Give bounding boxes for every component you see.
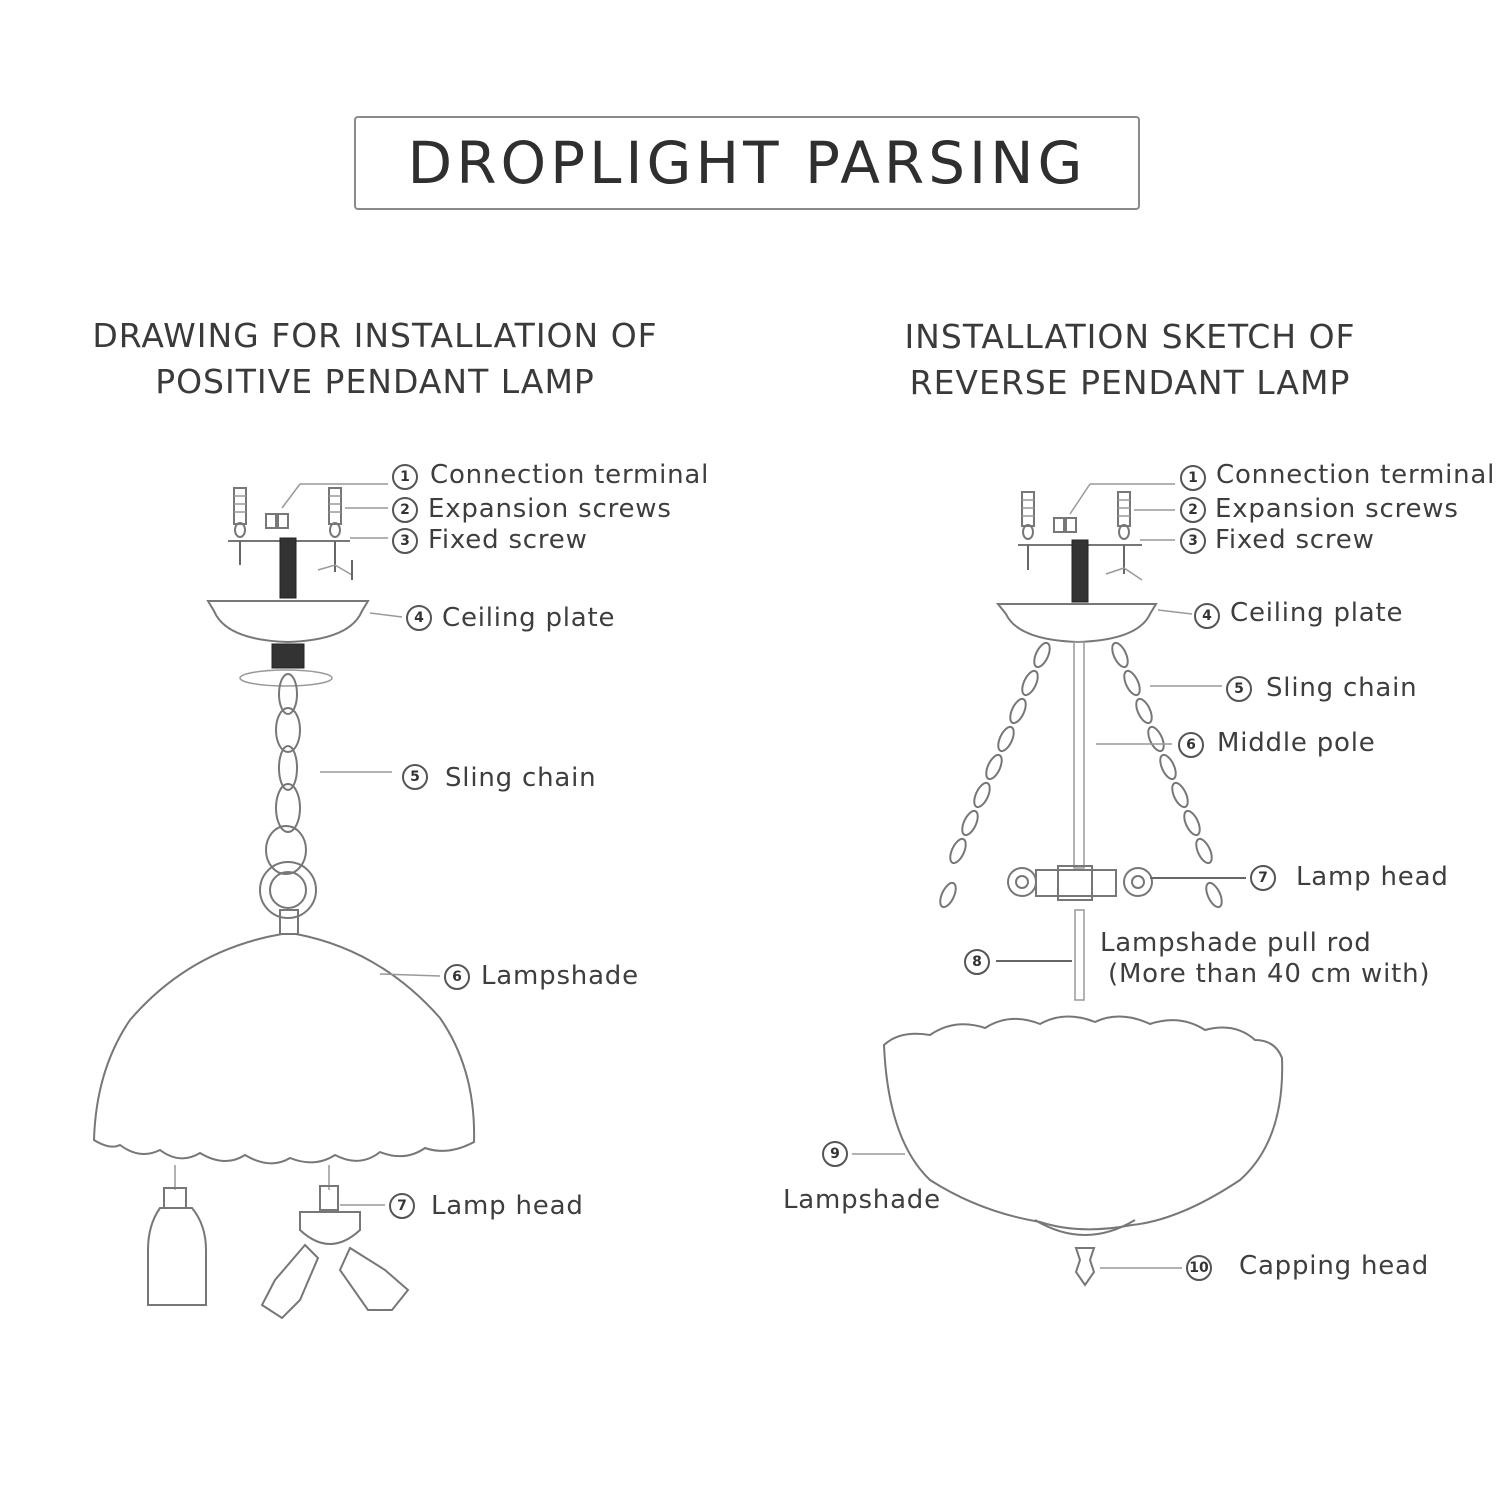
page-title: DROPLIGHT PARSING [407, 129, 1087, 197]
left-part-1-label: Connection terminal [430, 460, 710, 490]
left-part-6-label: Lampshade [481, 961, 639, 991]
right-part-9-number: 9 [822, 1141, 848, 1167]
left-part-3-label: Fixed screw [428, 525, 588, 555]
right-lampshade-icon [882, 1015, 1284, 1231]
left-lamp-head-icon [147, 1165, 410, 1320]
right-threaded-rod [1071, 539, 1089, 603]
left-part-2-label: Expansion screws [428, 494, 672, 524]
right-part-1-number: 1 [1180, 465, 1206, 491]
right-heading-line1: INSTALLATION SKETCH OF [904, 317, 1356, 356]
right-connection-terminal-icon [1053, 517, 1077, 533]
right-part-7-label: Lamp head [1296, 862, 1449, 892]
right-part-8-label: Lampshade pull rod [1100, 928, 1372, 958]
right-part-1-label: Connection terminal [1216, 460, 1496, 490]
left-ceiling-plate-icon [206, 600, 370, 644]
right-lamp-head-icon [1007, 865, 1153, 901]
left-sling-chain-icon [259, 673, 317, 935]
left-part-5-label: Sling chain [445, 763, 597, 793]
left-part-1-number: 1 [392, 464, 418, 490]
right-part-2-number: 2 [1180, 497, 1206, 523]
right-part-10-label: Capping head [1239, 1251, 1430, 1281]
left-part-7-label: Lamp head [431, 1191, 584, 1221]
right-part-9-label: Lampshade [783, 1185, 941, 1215]
left-connection-terminal-icon [265, 513, 289, 529]
right-part-2-label: Expansion screws [1215, 494, 1459, 524]
right-expansion-screws-icon [1021, 491, 1131, 540]
title-box: DROPLIGHT PARSING [354, 116, 1140, 210]
right-sling-chain-icon [939, 641, 1223, 909]
right-fixed-screw-icon [1105, 567, 1143, 581]
right-capping-head-icon [1034, 1219, 1136, 1287]
left-heading-line1: DRAWING FOR INSTALLATION OF [92, 316, 658, 355]
right-part-6-number: 6 [1178, 732, 1204, 758]
right-part-5-label: Sling chain [1266, 673, 1418, 703]
right-part-8-number: 8 [964, 949, 990, 975]
left-threaded-rod [279, 537, 297, 599]
left-part-7-number: 7 [389, 1193, 415, 1219]
left-heading-line2: POSITIVE PENDANT LAMP [155, 362, 595, 401]
right-lamp-illustration [852, 483, 1284, 1287]
right-heading-line2: REVERSE PENDANT LAMP [909, 363, 1351, 402]
right-part-6-label: Middle pole [1217, 728, 1376, 758]
right-part-10-number: 10 [1186, 1255, 1212, 1281]
right-part-8-note: (More than 40 cm with) [1108, 959, 1431, 989]
right-ceiling-plate-icon [995, 603, 1158, 644]
left-part-3-number: 3 [392, 528, 418, 554]
left-part-5-number: 5 [402, 764, 428, 790]
left-part-2-number: 2 [392, 497, 418, 523]
left-lamp-illustration [92, 483, 476, 1320]
left-heading: DRAWING FOR INSTALLATION OF POSITIVE PEN… [60, 313, 690, 405]
right-part-5-number: 5 [1226, 676, 1252, 702]
left-lampshade-icon [92, 933, 476, 1165]
right-middle-pole-icon [1073, 641, 1085, 869]
right-part-3-number: 3 [1180, 528, 1206, 554]
right-part-3-label: Fixed screw [1215, 525, 1375, 555]
left-part-4-label: Ceiling plate [442, 603, 616, 633]
left-fixed-screw-icon [317, 564, 353, 576]
left-part-4-number: 4 [406, 605, 432, 631]
left-expansion-screws-icon [233, 487, 342, 538]
right-part-4-number: 4 [1194, 603, 1220, 629]
right-heading: INSTALLATION SKETCH OF REVERSE PENDANT L… [820, 314, 1440, 406]
right-pull-rod-icon [1074, 909, 1085, 1001]
right-part-7-number: 7 [1250, 865, 1276, 891]
left-part-6-number: 6 [444, 964, 470, 990]
right-part-4-label: Ceiling plate [1230, 598, 1404, 628]
